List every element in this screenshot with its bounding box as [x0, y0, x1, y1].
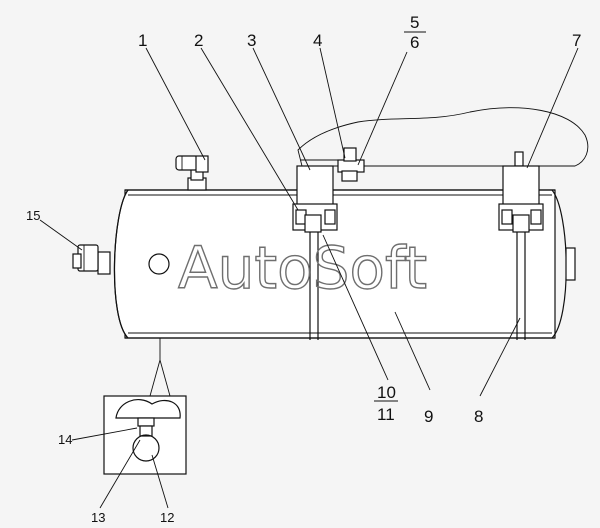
- inlet-fitting: [72, 244, 111, 275]
- clamp-bracket-left: [292, 165, 338, 233]
- strap-right: [516, 232, 526, 340]
- callout-13: 13: [91, 510, 105, 525]
- detail-inset: [103, 338, 187, 475]
- callout-6: 6: [410, 33, 419, 52]
- callout-15: 15: [26, 208, 40, 223]
- callout-5: 5: [410, 13, 419, 32]
- callout-1: 1: [138, 31, 147, 50]
- callout-14: 14: [58, 432, 72, 447]
- callout-12: 12: [160, 510, 174, 525]
- watermark: AutoSoft: [178, 234, 427, 302]
- callout-2: 2: [194, 31, 203, 50]
- callout-4: 4: [313, 31, 322, 50]
- callout-8: 8: [474, 407, 483, 426]
- frame-bolt: [300, 147, 365, 182]
- clamp-bracket-right: [498, 151, 544, 233]
- callout-3: 3: [247, 31, 256, 50]
- callout-9: 9: [424, 407, 433, 426]
- strap-left: [309, 232, 319, 340]
- callout-7: 7: [572, 31, 581, 50]
- callout-10: 10: [377, 383, 396, 402]
- end-boss: [565, 247, 576, 281]
- leader-lines: [39, 31, 579, 509]
- safety-valve: [175, 155, 209, 191]
- callouts: 1 2 3 4 5 6 7 8 9 10 11 12 13 14 15: [26, 13, 581, 525]
- side-hole: [148, 253, 170, 275]
- callout-11: 11: [377, 405, 395, 424]
- frame-outline: [297, 107, 589, 167]
- air-tank: [113, 189, 567, 339]
